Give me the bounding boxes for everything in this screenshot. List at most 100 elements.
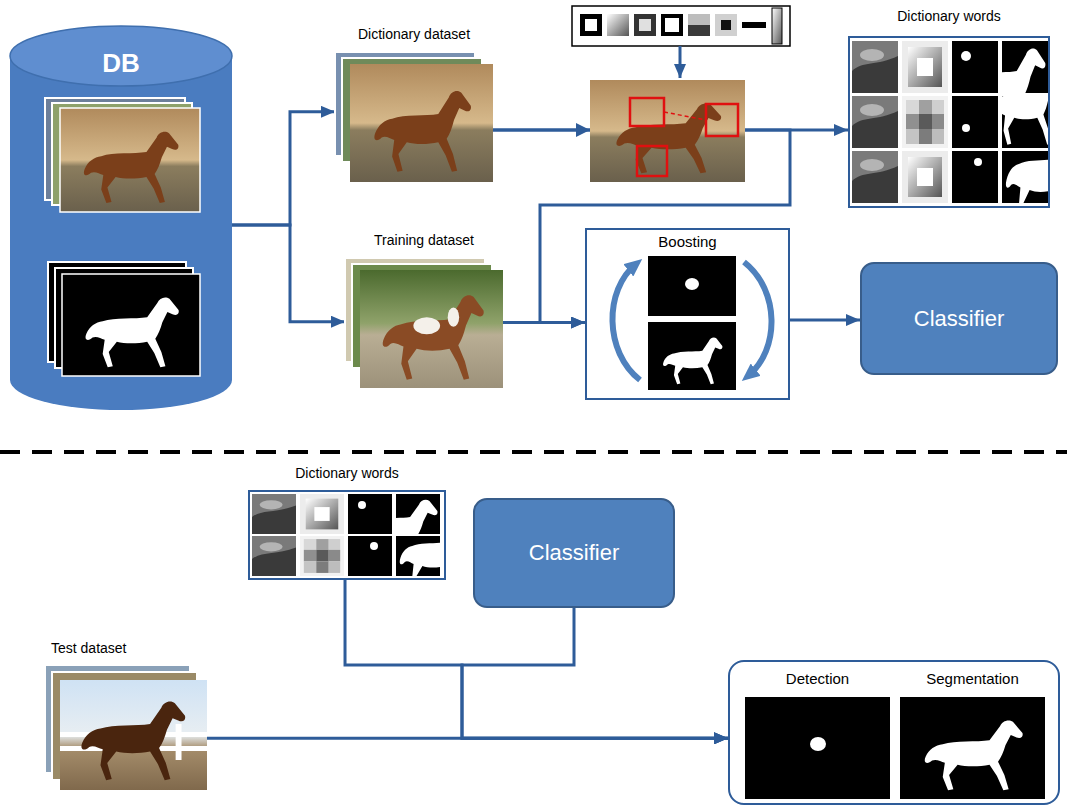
patch-image xyxy=(706,104,738,136)
word-grid xyxy=(370,542,378,550)
filter-strip xyxy=(721,20,731,30)
result-figure xyxy=(745,697,1045,799)
word-grid xyxy=(300,494,344,534)
panel-heading: Dictionary words xyxy=(250,465,444,481)
flow-arrow xyxy=(232,225,345,322)
word-grid xyxy=(902,41,948,93)
filter-strip xyxy=(661,14,683,36)
word-grid xyxy=(852,151,898,203)
filter-strip xyxy=(688,14,710,36)
filter-strip xyxy=(580,14,602,36)
word-grid xyxy=(852,96,898,148)
result-figure xyxy=(900,697,1045,799)
cylinder-body xyxy=(10,56,232,410)
patch-arrowhead xyxy=(576,123,590,137)
patch-image xyxy=(637,146,667,176)
filter-strip xyxy=(772,8,782,44)
word-grid xyxy=(348,536,392,576)
training-photo-stack xyxy=(360,270,503,388)
word-grid xyxy=(902,151,948,203)
boosting-figure xyxy=(612,264,640,380)
classifier-box: Classifier xyxy=(860,262,1058,375)
filter-strip xyxy=(639,19,651,31)
word-grid xyxy=(952,151,998,203)
db-photo-stack xyxy=(45,98,200,212)
filter-strip xyxy=(585,19,597,31)
dataset-heading: Dictionary dataset xyxy=(335,26,493,42)
filter-strip xyxy=(607,14,629,36)
word-grid xyxy=(396,516,469,596)
result-heading: Detection xyxy=(745,670,890,687)
word-panel: Dictionary words xyxy=(848,36,1050,208)
word-grid xyxy=(1002,125,1067,229)
image-stack: Dictionary dataset xyxy=(335,52,493,182)
dictionary-photo-stack xyxy=(335,52,493,182)
flow-arrow xyxy=(462,608,728,738)
word-grid xyxy=(852,41,898,93)
dictionary-photo-stack xyxy=(350,64,493,182)
word-grid xyxy=(987,64,1064,151)
filter-strip xyxy=(665,18,679,32)
db-mask-stack xyxy=(62,274,200,376)
db-mask-stack xyxy=(62,274,200,376)
result-figure xyxy=(810,737,826,751)
phase-divider xyxy=(0,450,1067,454)
word-grid xyxy=(952,96,998,148)
boosting-figure xyxy=(612,256,771,390)
word-grid xyxy=(358,501,366,509)
output-box: Detection Segmentation xyxy=(728,660,1060,805)
patch-image xyxy=(630,98,664,126)
database-label: DB xyxy=(10,48,232,78)
db-mask-stack xyxy=(48,262,200,376)
word-grid xyxy=(952,41,998,93)
boosting-figure xyxy=(648,256,736,316)
test-photo-stack xyxy=(45,665,207,790)
filter-strip xyxy=(688,25,710,36)
filter-strip xyxy=(715,14,737,36)
image-stack: Training dataset xyxy=(345,258,503,388)
boosting-figure xyxy=(744,262,772,376)
flow-arrow xyxy=(207,737,728,740)
db-photo-stack xyxy=(60,108,200,212)
word-grid xyxy=(962,124,970,132)
image-stack: Test dataset xyxy=(45,665,207,790)
word-grid xyxy=(961,51,971,61)
boosting-figure xyxy=(648,322,736,390)
word-grid xyxy=(852,41,1067,229)
flow-arrow xyxy=(232,112,335,225)
panel-heading: Dictionary words xyxy=(850,8,1048,24)
filter-strip xyxy=(634,14,656,36)
classifier-box: Classifier xyxy=(473,498,675,608)
word-grid xyxy=(252,494,296,534)
classifier-label: Classifier xyxy=(914,306,1004,332)
dataset-heading: Test dataset xyxy=(45,640,207,656)
filter-strip xyxy=(572,6,790,46)
dataset-heading: Training dataset xyxy=(345,232,503,248)
patch-image xyxy=(590,80,745,182)
word-panel: Dictionary words xyxy=(248,490,446,580)
result-heading: Segmentation xyxy=(900,670,1045,687)
cylinder-outline xyxy=(10,26,232,410)
patch-image xyxy=(590,80,745,182)
filter-arrow xyxy=(679,46,682,78)
word-grid xyxy=(902,96,948,148)
flow-arrow xyxy=(790,319,860,322)
test-photo-stack xyxy=(60,680,207,790)
boosting-box: Boosting xyxy=(585,228,790,400)
filter-strip xyxy=(572,6,790,46)
patch-image xyxy=(664,112,706,120)
result-figure xyxy=(745,697,890,799)
box-heading: Boosting xyxy=(587,233,788,250)
word-grid xyxy=(252,494,469,596)
filter-strip xyxy=(742,22,766,28)
boosting-figure xyxy=(685,278,699,290)
word-grid xyxy=(300,536,344,576)
training-photo-stack xyxy=(345,258,503,388)
classifier-label: Classifier xyxy=(529,540,619,566)
flow-arrow xyxy=(503,321,585,324)
word-grid xyxy=(974,158,982,166)
db-photo-stack xyxy=(60,108,200,212)
